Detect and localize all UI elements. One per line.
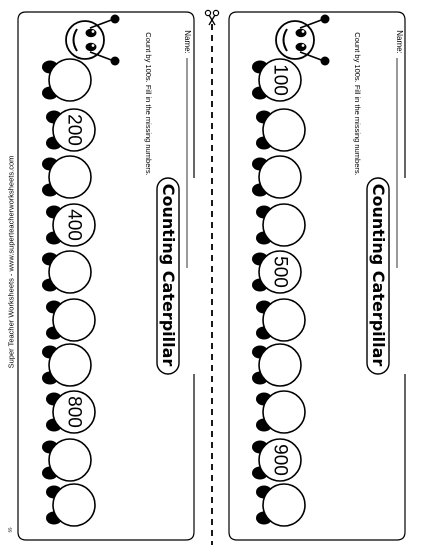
body-segment-icon: 100 (252, 58, 302, 102)
body-segment-icon: 200 (46, 108, 96, 152)
body-segment-icon (42, 343, 92, 387)
segment-circle (52, 483, 96, 527)
eye (295, 28, 307, 38)
segment-circle (52, 203, 96, 247)
segment-number: 200 (64, 114, 85, 146)
strip-border-right (228, 11, 406, 541)
page-number: ss (7, 527, 14, 533)
segment-circle (52, 108, 96, 152)
segment-number: 400 (64, 209, 85, 241)
body-segment-icon: 800 (46, 390, 96, 434)
segment-circle (262, 483, 306, 527)
scissors-icon (204, 9, 220, 26)
footer-credit: Super Teacher Worksheets - www.superteac… (6, 155, 16, 369)
worksheet-title-left: Counting Caterpillar (159, 183, 178, 367)
segment-circle (262, 298, 306, 342)
body-segment-icon: 900 (252, 438, 302, 482)
body-segment-icon (42, 438, 92, 482)
segment-number: 500 (270, 256, 291, 288)
body-segment-icon (256, 390, 306, 434)
segment-circle (52, 390, 96, 434)
segment-circle (258, 155, 302, 199)
segment-circle (258, 343, 302, 387)
segment-number: 800 (64, 396, 85, 428)
body-segment-icon (42, 250, 92, 294)
body-segment-icon (42, 58, 92, 102)
segment-circle (48, 155, 92, 199)
mouth (72, 28, 78, 52)
eye-shine (91, 44, 95, 47)
segment-circle (258, 438, 302, 482)
segment-circle (258, 58, 302, 102)
body-segment-icon (42, 155, 92, 199)
scissors-blade (208, 14, 216, 26)
instructions-left: Count by 100s. Fill in the missing numbe… (143, 32, 153, 176)
name-label-right: Name: (395, 30, 404, 54)
body-segment-icon (46, 298, 96, 342)
head-outline (275, 20, 315, 60)
title-tab-left (156, 177, 180, 375)
segment-circle (52, 298, 96, 342)
worksheet-title-right: Counting Caterpillar (369, 183, 388, 367)
body-segment-icon (256, 203, 306, 247)
segment-number: 900 (270, 444, 291, 476)
eye-shine (301, 44, 305, 47)
segment-circle (258, 250, 302, 294)
segment-circle (48, 343, 92, 387)
body-segment-icon (252, 343, 302, 387)
name-label-left: Name: (183, 30, 192, 54)
segment-circle (262, 203, 306, 247)
caterpillar-head-icon (275, 14, 330, 66)
body-segment-icon: 400 (46, 203, 96, 247)
segment-circle (262, 108, 306, 152)
body-segment-icon (256, 483, 306, 527)
eye (85, 42, 97, 52)
scissors-handle (204, 9, 212, 17)
caterpillar-head-icon (65, 14, 120, 66)
eye-shine (301, 30, 305, 33)
segment-circle (48, 250, 92, 294)
antenna-tip (320, 56, 330, 66)
segment-circle (262, 390, 306, 434)
instructions-right: Count by 100s. Fill in the missing numbe… (352, 32, 362, 176)
strip-border-left (17, 11, 195, 541)
title-tab-right (366, 177, 390, 375)
segment-circle (48, 58, 92, 102)
antenna-tip (110, 14, 120, 24)
scissors-handle (212, 9, 220, 17)
antenna-tip (110, 56, 120, 66)
mouth (282, 28, 288, 52)
antenna-tip (320, 14, 330, 24)
body-segment-icon (46, 483, 96, 527)
eye (295, 42, 307, 52)
body-segment-icon (256, 298, 306, 342)
eye (85, 28, 97, 38)
segment-circle (48, 438, 92, 482)
segment-number: 100 (270, 64, 291, 96)
body-segment-icon (256, 108, 306, 152)
body-segment-icon: 500 (252, 250, 302, 294)
head-outline (65, 20, 105, 60)
body-segment-icon (252, 155, 302, 199)
eye-shine (91, 30, 95, 33)
